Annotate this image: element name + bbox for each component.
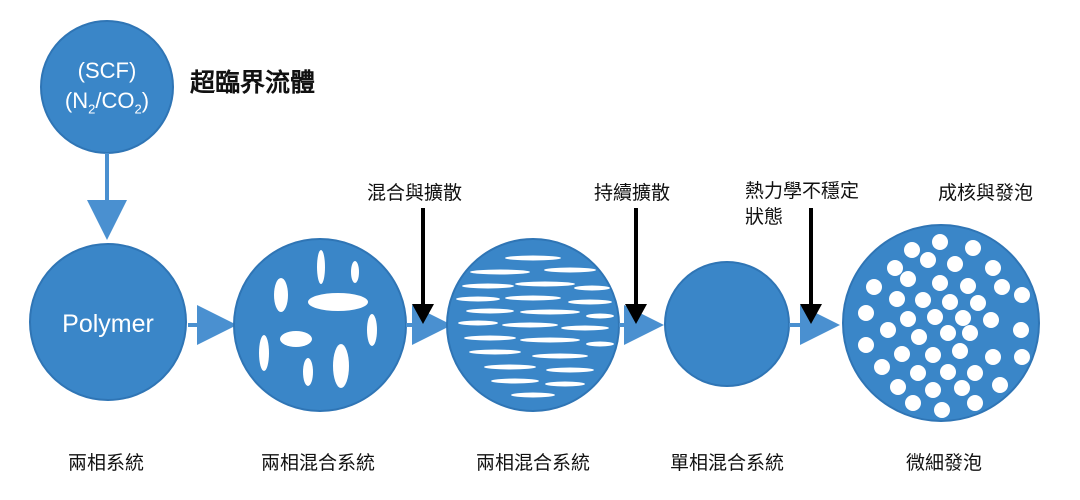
- scf-formula: (N2/CO2): [64, 88, 150, 117]
- stage-label-microcellular-foam: 微細發泡: [905, 452, 982, 474]
- microcellular-foam-circle: [842, 224, 1040, 422]
- stage-label-two-phase-system: 兩相系統: [67, 452, 144, 474]
- single-phase-circle: [664, 261, 790, 387]
- scf-circle-label: (SCF) (N2/CO2): [45, 56, 169, 124]
- scf-abbrev: (SCF): [77, 58, 137, 83]
- step-label-mixing-diffusion: 混合與擴散: [367, 182, 463, 204]
- scf-name: 超臨界流體: [190, 68, 316, 97]
- stage-label-single-phase-mix: 單相混合系統: [669, 452, 784, 474]
- two-phase-mix-circle-1: [233, 238, 407, 412]
- polymer-label: Polymer: [62, 310, 154, 338]
- step-label-thermo-instability: 熱力學不穩定 狀態: [745, 180, 860, 228]
- step-label-nucleation-foaming: 成核與發泡: [938, 182, 1034, 204]
- stage-label-two-phase-mix-2: 兩相混合系統: [475, 452, 590, 474]
- polymer-circle: [29, 243, 187, 401]
- step-label-continued-diffusion: 持續擴散: [594, 182, 671, 204]
- stage-label-two-phase-mix-1: 兩相混合系統: [260, 452, 375, 474]
- two-phase-mix-circle-2: [446, 238, 620, 412]
